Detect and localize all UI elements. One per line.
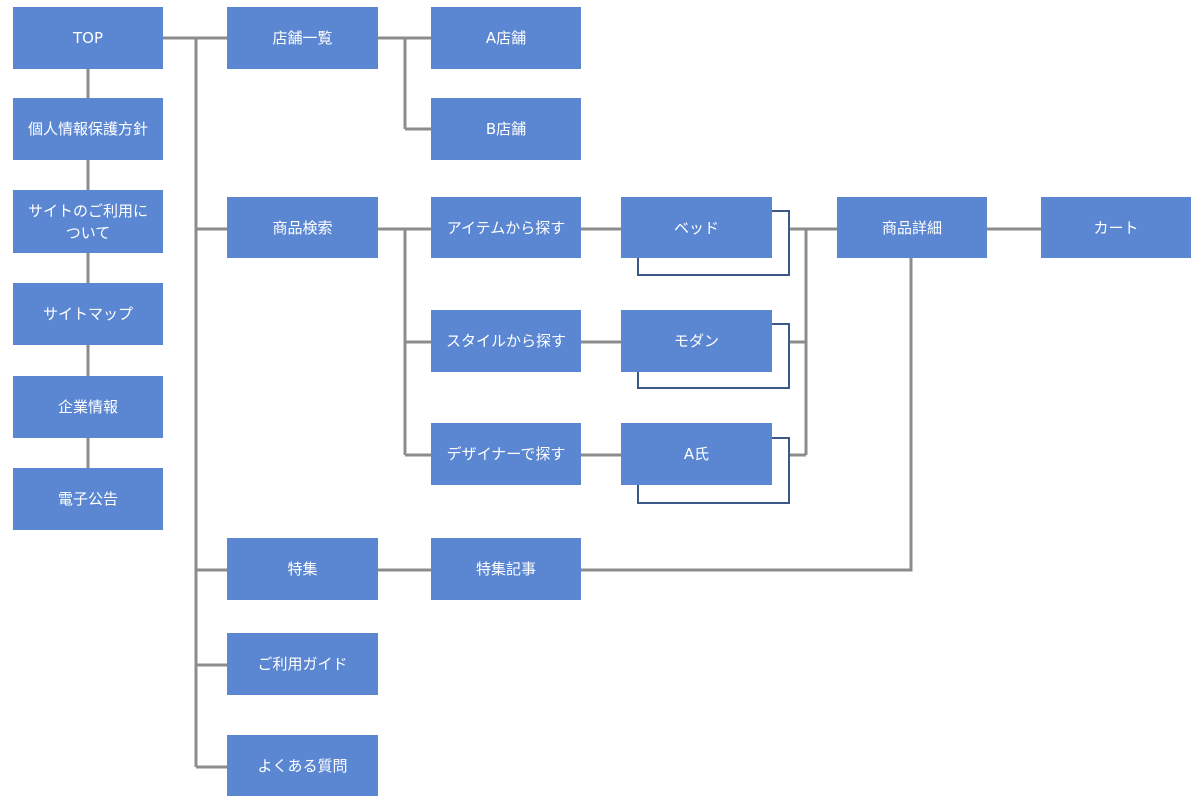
node-search-by-item-label: アイテムから探す <box>446 218 566 237</box>
node-public-notice-label: 電子公告 <box>57 490 118 508</box>
node-top[interactable]: TOP <box>13 7 163 69</box>
node-public-notice[interactable]: 電子公告 <box>13 468 163 530</box>
node-company-info[interactable]: 企業情報 <box>13 376 163 438</box>
node-guide-label: ご利用ガイド <box>257 655 348 673</box>
node-store-a-label: A店舗 <box>485 29 527 47</box>
node-sitemap[interactable]: サイトマップ <box>13 283 163 345</box>
node-store-list[interactable]: 店舗一覧 <box>227 7 378 69</box>
node-guide[interactable]: ご利用ガイド <box>227 633 378 695</box>
node-feature-article[interactable]: 特集記事 <box>431 538 581 600</box>
node-product-detail[interactable]: 商品詳細 <box>837 197 987 258</box>
node-store-b[interactable]: B店舗 <box>431 98 581 160</box>
node-faq-label: よくある質問 <box>257 756 348 775</box>
node-site-usage-label: サイトのご利用に ついて <box>27 201 148 242</box>
node-search-by-designer[interactable]: デザイナーで探す <box>431 423 581 485</box>
connector-article-detail <box>581 258 913 572</box>
node-cart[interactable]: カート <box>1041 197 1191 258</box>
node-search-by-style-label: スタイルから探す <box>445 332 566 350</box>
node-faq[interactable]: よくある質問 <box>227 735 378 796</box>
node-site-usage[interactable]: サイトのご利用に ついて <box>13 190 163 253</box>
node-designer-a[interactable]: A氏 <box>621 423 772 485</box>
node-store-a[interactable]: A店舗 <box>431 7 581 69</box>
node-bed[interactable]: ベッド <box>621 197 772 258</box>
node-modern[interactable]: モダン <box>621 310 772 372</box>
node-sitemap-label: サイトマップ <box>42 305 133 323</box>
node-product-search[interactable]: 商品検索 <box>227 197 378 258</box>
node-privacy-policy-label: 個人情報保護方針 <box>27 120 148 138</box>
node-store-list-label: 店舗一覧 <box>272 29 333 47</box>
node-designer-a-label: A氏 <box>683 445 710 463</box>
node-product-search-label: 商品検索 <box>272 218 333 237</box>
node-feature-article-label: 特集記事 <box>475 560 536 578</box>
node-cart-label: カート <box>1093 218 1139 237</box>
node-privacy-policy[interactable]: 個人情報保護方針 <box>13 98 163 160</box>
node-top-label: TOP <box>72 29 103 47</box>
node-store-b-label: B店舗 <box>485 120 527 138</box>
node-search-by-style[interactable]: スタイルから探す <box>431 310 581 372</box>
node-search-by-designer-label: デザイナーで探す <box>446 445 566 463</box>
node-bed-label: ベッド <box>673 218 719 237</box>
node-feature[interactable]: 特集 <box>227 538 378 600</box>
node-product-detail-label: 商品詳細 <box>881 218 942 237</box>
node-feature-label: 特集 <box>287 560 318 578</box>
node-company-info-label: 企業情報 <box>57 398 118 416</box>
node-search-by-item[interactable]: アイテムから探す <box>431 197 581 258</box>
node-modern-label: モダン <box>673 332 719 350</box>
